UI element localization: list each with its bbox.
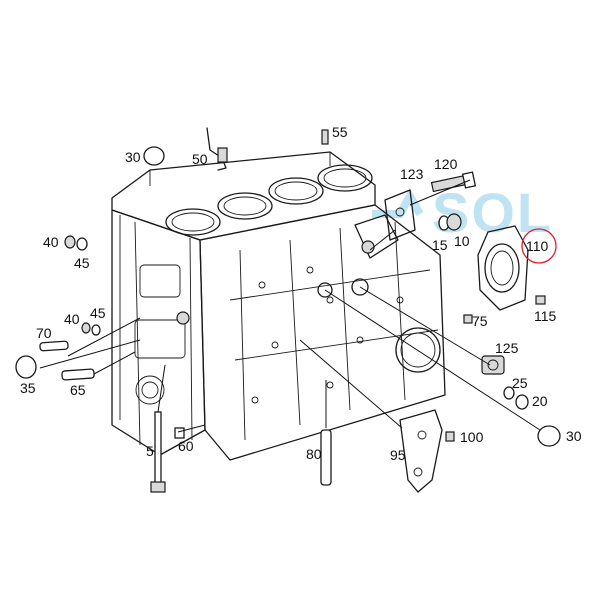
leader-lines (39, 179, 541, 433)
callout-80: 80 (306, 446, 322, 462)
callout-110: 110 (526, 238, 549, 254)
plug-40-a (64, 235, 76, 249)
callout-115: 115 (534, 308, 557, 324)
callout-30-top: 30 (125, 149, 141, 165)
callout-95: 95 (390, 447, 406, 463)
screw-115 (535, 295, 546, 305)
screw-55 (321, 129, 329, 145)
callout-labels: 30 50 55 120 123 15 10 110 115 75 125 25… (20, 124, 582, 463)
plug-30-top (143, 146, 165, 166)
callout-50: 50 (192, 151, 208, 167)
pin-70 (39, 340, 69, 352)
bracket-123 (384, 189, 416, 241)
callout-75: 75 (472, 313, 488, 329)
sensor-50-body (217, 147, 228, 163)
plug-30-right (537, 425, 561, 447)
callout-125: 125 (495, 340, 519, 356)
ring-25 (503, 386, 515, 400)
callout-55: 55 (332, 124, 348, 140)
callout-25: 25 (512, 375, 528, 391)
sleeve-60 (174, 427, 185, 439)
plug-35 (15, 355, 37, 379)
screw-75 (463, 314, 473, 324)
engine-block (111, 151, 446, 461)
callout-15: 15 (432, 237, 448, 253)
callout-10: 10 (454, 233, 470, 249)
screw-100 (445, 431, 455, 442)
callout-30-right: 30 (566, 428, 582, 444)
callout-70: 70 (36, 325, 52, 341)
dowel-80 (320, 429, 332, 486)
watermark: SOL (372, 181, 553, 244)
callout-60: 60 (178, 438, 194, 454)
rear-seal-flange-110 (477, 225, 529, 311)
callout-40-mid: 40 (64, 311, 80, 327)
callout-35: 35 (20, 380, 36, 396)
callout-123: 123 (400, 166, 424, 182)
watermark-text: SOL (432, 181, 553, 244)
ring-45-b (91, 324, 101, 336)
ring-45-a (76, 237, 88, 251)
callout-45-mid: 45 (90, 305, 106, 321)
plug-10 (446, 213, 462, 231)
callout-5: 5 (146, 443, 154, 459)
cover-plate-95 (399, 409, 443, 493)
callout-20: 20 (532, 393, 548, 409)
callout-40-top: 40 (43, 234, 59, 250)
pin-65 (61, 368, 95, 381)
callout-100: 100 (460, 429, 484, 445)
callout-120: 120 (434, 156, 458, 172)
callout-45-top: 45 (74, 255, 90, 271)
highlight-circle-110 (521, 228, 557, 264)
callout-65: 65 (70, 382, 86, 398)
plug-40-b (81, 322, 91, 334)
sensor-125 (481, 355, 505, 375)
ring-20 (515, 394, 529, 410)
